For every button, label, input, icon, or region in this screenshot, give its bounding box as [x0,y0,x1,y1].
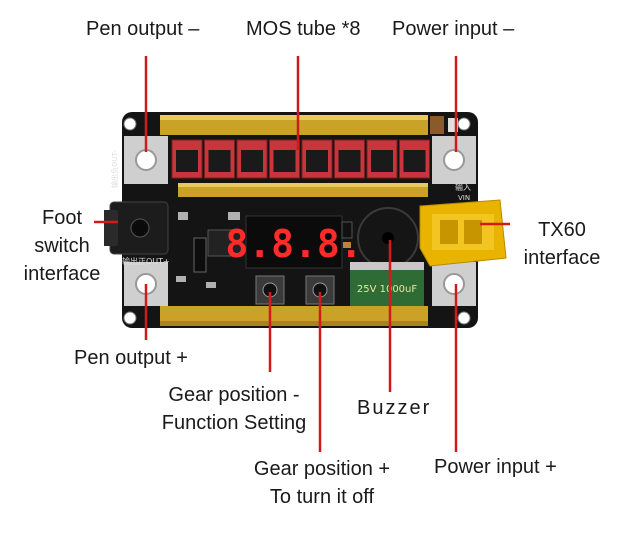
mos-tube-body [306,150,328,172]
label-tx60: TX60 interface [510,218,614,270]
mos-tube-body [371,150,393,172]
label-gear-minus-line1: Gear position - [168,384,300,406]
pad-top-right [432,136,476,184]
display-digits: 8.8.8. [225,222,362,266]
label-power-input-minus: Power input – [392,18,515,40]
label-foot-switch-line2: switch [34,235,90,257]
seven-segment-display: 8.8.8. [225,215,363,269]
mount-hole [457,311,471,325]
mos-tube-body [403,150,426,172]
mos-tube-body [241,150,263,172]
label-foot-switch-line3: interface [23,263,101,285]
silk-vin: VIN [458,194,470,202]
capacitor: 25V 1000uF [350,262,424,306]
label-mos-tube: MOS tube *8 [246,18,361,40]
mos-tube-body [208,150,231,172]
capacitor-text: 25V 1000uF [357,284,418,295]
label-tx60-line1: TX60 [538,219,586,241]
mos-tube-body [338,150,361,172]
mount-hole [123,311,137,325]
label-gear-plus-line2: To turn it off [269,486,375,508]
mount-hole [123,117,137,131]
label-gear-minus-line2: Function Setting [161,412,307,434]
mos-tube-body [273,150,296,172]
label-gear-plus: Gear position + To turn it off [242,457,402,509]
label-foot-switch-line1: Foot [41,207,83,229]
label-tx60-line2: interface [523,247,601,269]
mos-tube-row [171,139,430,179]
label-buzzer: Buzzer [357,397,432,419]
silk-out-minus: 输出负OUT- [110,150,119,188]
mos-tube-body [176,150,198,172]
label-gear-plus-line1: Gear position + [253,458,391,480]
label-foot-switch: Foot switch interface [10,206,114,286]
mount-hole [457,117,471,131]
label-power-input-plus: Power input + [434,456,557,478]
label-pen-output-plus: Pen output + [74,347,188,369]
buzzer [357,207,419,269]
silk-input: 输入 [455,182,471,192]
pad-bottom-right [432,262,476,306]
ic-chip [207,229,243,257]
pin-header [193,237,207,273]
tx60-connector [419,199,507,267]
silk-out-plus: 输出正OUT+ [122,256,170,266]
label-pen-output-minus: Pen output – [86,18,200,40]
foot-switch-jack [104,201,169,255]
label-gear-minus: Gear position - Function Setting [150,383,318,435]
